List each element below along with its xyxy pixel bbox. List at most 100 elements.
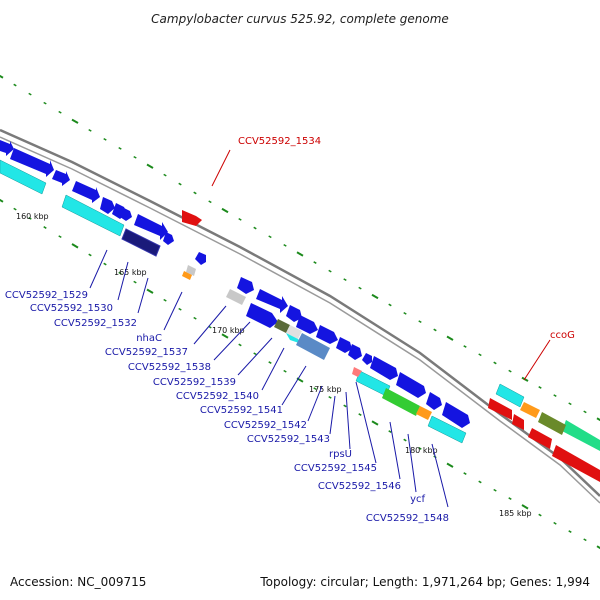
outer-ring-tick: [568, 402, 572, 406]
gene-orange-3: [520, 402, 540, 418]
gene-label-nhaC: nhaC: [136, 333, 162, 344]
inner-ring-tick: [221, 333, 229, 339]
gene-label-CCV52592_1529: CCV52592_1529: [5, 290, 88, 301]
inner-ring-tick: [328, 395, 332, 399]
gene-label-CCV52592_1540: CCV52592_1540: [176, 391, 259, 402]
gene-lightgrey: [286, 325, 302, 339]
other-genes: [121, 210, 566, 435]
gene-reverse-4: [552, 445, 600, 482]
gene-label-CCV52592_1548: CCV52592_1548: [366, 513, 449, 524]
outer-ring-tick: [71, 118, 79, 124]
inner-ring-tick: [193, 316, 197, 320]
outer-ring-tick: [13, 83, 17, 87]
gene-forward-9: [163, 232, 174, 245]
inner-ring-tick: [146, 288, 154, 294]
rna-genes: [0, 159, 600, 451]
outer-ring-tick: [583, 410, 587, 414]
scale-label-180: 180 kbp: [405, 446, 438, 455]
gene-red-1534: [182, 210, 202, 226]
gene-forward-15: [296, 315, 318, 334]
outer-ring-tick: [371, 293, 379, 300]
gene-forward-19: [362, 353, 372, 365]
map-title: Campylobacter curvus 525.92, complete ge…: [151, 12, 449, 26]
outer-ring-tick: [343, 278, 347, 282]
outer-ring-tick: [221, 207, 229, 214]
gene-forward-16: [316, 325, 338, 344]
leader-1545: [355, 381, 377, 464]
outer-ring-tick: [283, 243, 287, 247]
inner-ring-tick: [403, 438, 407, 442]
outer-ring-tick: [463, 345, 467, 348]
gene-label-ycf: ycf: [410, 494, 425, 505]
outer-ring-tick: [43, 101, 47, 105]
inner-ring-tick: [371, 420, 379, 426]
leader-1538: [213, 321, 251, 361]
gene-darkblue: [121, 228, 161, 257]
gene-forward-10: [195, 252, 206, 265]
inner-ring-tick: [596, 545, 600, 550]
gene-forward-17: [336, 337, 352, 353]
outer-ring-tick: [28, 92, 32, 96]
gene-forward-22: [426, 392, 442, 410]
outer-ring-tick: [178, 182, 182, 186]
leader-1543: [329, 395, 336, 435]
inner-ring-tick: [118, 271, 122, 275]
inner-ring-tick: [43, 226, 47, 229]
gene-label-CCV52592_1541: CCV52592_1541: [200, 405, 283, 416]
scale-label-160: 160 kbp: [16, 212, 49, 221]
gene-forward-11: [237, 277, 254, 294]
gene-rna-2: [61, 194, 125, 237]
leader-1541: [281, 365, 307, 406]
outer-ring-tick: [446, 335, 454, 341]
outer-ring-tick: [133, 155, 137, 159]
gene-grey-2: [226, 289, 246, 305]
outer-ring-tick: [538, 386, 542, 389]
inner-ring-tick: [478, 480, 482, 484]
inner-ring-tick: [388, 430, 392, 433]
inner-ring-tick: [463, 472, 467, 475]
inner-ring-tick: [103, 262, 107, 266]
gene-steelblue: [296, 333, 330, 360]
gene-rna-1: [0, 159, 47, 195]
gene-label-CCV52592_1543: CCV52592_1543: [247, 434, 330, 445]
inner-ring-tick: [538, 513, 542, 517]
scale-label-170: 170 kbp: [212, 326, 245, 335]
outer-ring-tick: [478, 353, 482, 357]
inner-ring-tick: [88, 253, 92, 257]
inner-ring-tick: [508, 497, 512, 500]
gene-green: [382, 388, 420, 416]
outer-ring-tick: [553, 394, 557, 397]
inner-ring-tick: [0, 198, 4, 203]
gene-olive: [274, 319, 290, 333]
outer-tick-ring: [0, 74, 600, 422]
outer-ring-tick: [268, 235, 272, 239]
gene-rna-4: [427, 415, 467, 444]
inner-ring-tick: [343, 404, 347, 408]
footer-topology: Topology: circular; Length: 1,971,264 bp…: [259, 575, 590, 589]
gene-label-CCV52592_1538: CCV52592_1538: [128, 362, 211, 373]
gene-forward-18: [348, 344, 362, 360]
gene-label-CCV52592_1545: CCV52592_1545: [294, 463, 377, 474]
inner-ring-tick: [493, 488, 497, 492]
inner-ring-tick: [313, 387, 317, 391]
inner-ring-tick: [58, 235, 62, 239]
outer-ring-tick: [358, 286, 362, 290]
forward-genes: [0, 140, 470, 428]
gene-forward-21: [396, 372, 426, 398]
inner-ring-tick: [583, 538, 587, 542]
gene-label-rpsU: rpsU: [329, 449, 352, 460]
gene-orange-2: [416, 406, 432, 420]
gene-forward-13: [246, 303, 278, 328]
outer-ring-tick: [493, 361, 497, 365]
outer-ring-tick: [403, 311, 407, 315]
scale-label-175: 175 kbp: [309, 385, 342, 394]
gene-forward-8: [134, 214, 168, 240]
inner-ring-tick: [28, 216, 32, 220]
outer-ring-tick: [388, 303, 392, 307]
outer-ring-tick: [118, 146, 122, 150]
gene-forward-20: [370, 356, 398, 380]
gene-label-CCV52592_1546: CCV52592_1546: [318, 481, 401, 492]
leader-1539: [237, 337, 273, 376]
outer-ring-tick: [238, 217, 242, 221]
